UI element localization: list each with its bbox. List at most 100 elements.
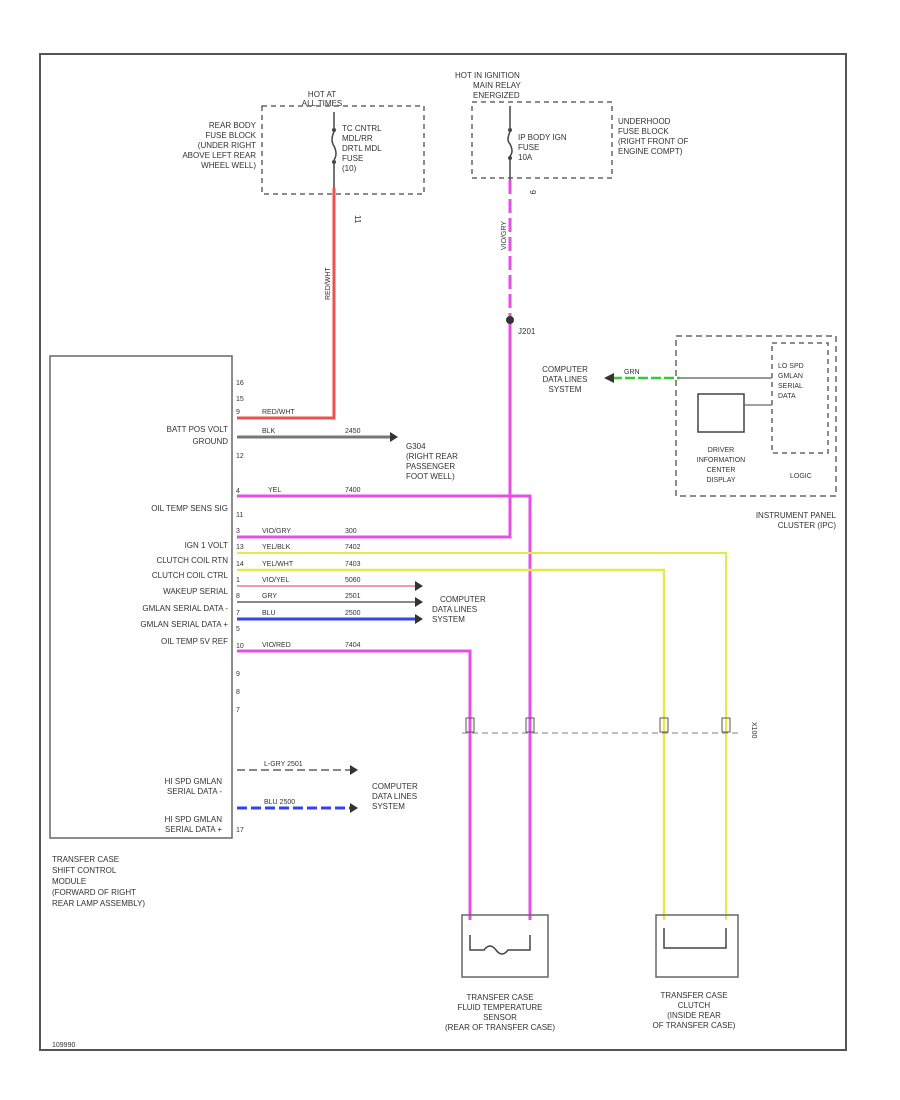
ipc-outline — [675, 335, 837, 497]
ign-feed-wire-label: VIO/GRY — [501, 221, 508, 250]
pin-16: 16 — [236, 380, 244, 387]
connector-pin — [525, 717, 535, 733]
gmlan-minus-wire-circuit: 2501 — [345, 593, 361, 600]
fuse-terminal — [332, 128, 336, 132]
connector-pin — [465, 717, 475, 733]
signal-clutch-ctrl: CLUTCH COIL CTRL — [152, 571, 229, 580]
clutch-ctrl-wire — [237, 568, 666, 920]
signal-oil-temp: OIL TEMP SENS SIG — [151, 504, 228, 513]
fuse-symbol — [507, 131, 513, 157]
wakeup-wire-color: VIO/YEL — [262, 577, 289, 584]
pin-gmlan1: 8 — [236, 593, 240, 600]
pin-clutch-rtn: 13 — [236, 544, 244, 551]
module-outline — [49, 355, 233, 839]
lo-spd-gmlan-box — [771, 342, 829, 454]
signal-gmlan-plus: GMLAN SERIAL DATA + — [140, 620, 228, 629]
oil-temp-wire-color: YEL — [268, 487, 281, 494]
logic-label: LOGIC — [790, 473, 812, 480]
hs-gmlan-plus-wire-label: BLU 2500 — [264, 799, 295, 806]
wakeup-wire-circuit: 5060 — [345, 577, 361, 584]
clutch-rtn-wire — [237, 552, 727, 920]
sensor-outline — [461, 914, 549, 978]
ground-wire-circuit: 2450 — [345, 428, 361, 435]
gmlan-plus-wire-color: BLU — [262, 610, 276, 617]
clutch-ctrl-wire-color: YEL/WHT — [262, 561, 294, 568]
ipc-data-link-arrow — [604, 373, 614, 383]
fuse-terminal — [508, 156, 512, 160]
ground-wire-color: BLK — [262, 428, 276, 435]
fuse-block-outline — [261, 105, 425, 195]
oil-ref-wire — [237, 649, 472, 920]
clutch-coil-symbol — [663, 928, 727, 949]
connector-pins — [465, 717, 731, 733]
splice-dot — [506, 316, 514, 324]
clutch-rtn-wire-color: YEL/BLK — [262, 544, 291, 551]
diagram-code: 109990 — [52, 1042, 75, 1049]
ign-wire-circuit: 300 — [345, 528, 357, 535]
fuse-terminal — [332, 160, 336, 164]
batt-wire-color: RED/WHT — [262, 409, 295, 416]
oil-ref-wire-color: VIO/RED — [262, 642, 291, 649]
clutch-ctrl-wire-circuit: 7403 — [345, 561, 361, 568]
batt-feed-wire — [237, 188, 336, 420]
fuse-symbol — [331, 131, 337, 161]
signal-gmlan-minus: GMLAN SERIAL DATA - — [142, 604, 228, 613]
pin-number: 9 — [528, 190, 537, 195]
oil-temp-sig-wire — [237, 494, 532, 920]
signal-ign: IGN 1 VOLT — [185, 541, 229, 550]
connector-pin — [659, 717, 669, 733]
pin-11: 11 — [236, 512, 243, 519]
wakeup-arrow — [415, 581, 423, 591]
splice-label: J201 — [518, 327, 536, 336]
signal-ground: GROUND — [192, 437, 228, 446]
pin-ground: 12 — [236, 453, 244, 460]
pin-number: 11 — [353, 215, 362, 224]
pin-10: 10 — [236, 643, 244, 650]
transfer-case-shift-control-module: BATT POS VOLT GROUND OIL TEMP SENS SIG I… — [49, 355, 233, 908]
pin-oil-ref: 5 — [236, 626, 240, 633]
batt-feed-wire-label: RED/WHT — [325, 267, 332, 300]
ipc-data-link-color: GRN — [624, 369, 640, 376]
signal-oil-ref: OIL TEMP 5V REF — [161, 637, 228, 646]
pin-batt: 9 — [236, 409, 240, 416]
pin-9: 9 — [236, 671, 240, 678]
signal-wakeup: WAKEUP SERIAL — [163, 587, 228, 596]
clutch-outline — [655, 914, 739, 978]
pin-8: 8 — [236, 689, 240, 696]
hs-gmlan-plus-arrow — [350, 803, 358, 813]
hs-gmlan-minus-arrow — [350, 765, 358, 775]
gmlan-plus-wire-circuit: 2500 — [345, 610, 361, 617]
oil-ref-wire-circuit: 7404 — [345, 642, 361, 649]
clutch-rtn-wire-circuit: 7402 — [345, 544, 361, 551]
pin-numbers: 16 15 9 12 4 11 3 13 14 1 8 7 5 10 9 8 7… — [236, 380, 244, 834]
pin-clutch-ctrl: 14 — [236, 561, 244, 568]
signal-batt: BATT POS VOLT — [167, 425, 228, 434]
sensor-symbol — [469, 935, 531, 955]
pin-gmlan2: 7 — [236, 610, 240, 617]
dic-display-icon — [697, 393, 745, 433]
connector-pin — [721, 717, 731, 733]
ign-wire-color: VIO/GRY — [262, 528, 291, 535]
hs-gmlan-minus-wire-label: L-GRY 2501 — [264, 761, 303, 768]
